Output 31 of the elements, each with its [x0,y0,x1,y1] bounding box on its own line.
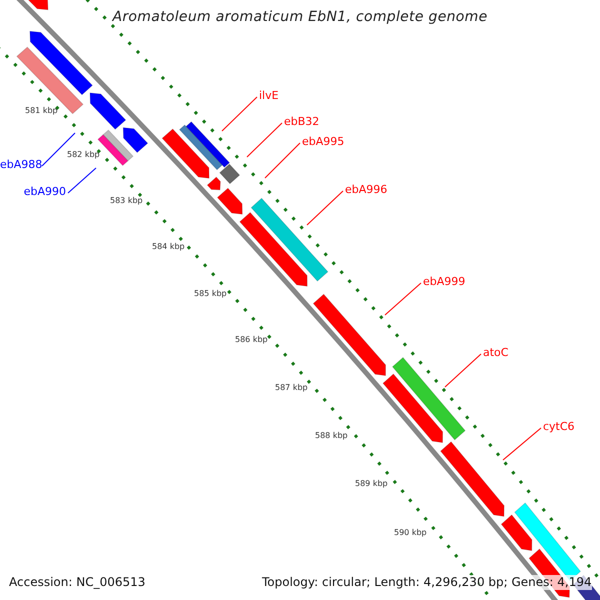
leader-line [264,142,300,178]
gene-label: cytC6 [543,420,588,433]
leader-line [384,282,422,316]
tick-label: 582 kbp [67,150,100,160]
leader-line [306,190,344,226]
leader-line [42,132,76,166]
title: Aromatoleum aromaticum EbN1, complete genome [110,9,489,25]
gene-label: ilvE [259,89,299,102]
leader-line [68,168,96,194]
tick-label: 589 kbp [355,479,388,489]
tick-label: 585 kbp [194,289,227,299]
leader-line [502,428,542,460]
gene-label: ebA988 [0,158,40,171]
gene-label: ebA996 [345,183,395,196]
tick-label: 583 kbp [110,196,143,206]
gene-label: ebA990 [20,185,66,198]
tick-label: 584 kbp [152,242,185,252]
tick-label: 590 kbp [394,528,427,538]
gene-label: ebB32 [284,115,324,128]
footer-text: Accession: NC_006513 [9,575,146,590]
tick-label: 587 kbp [275,383,308,393]
gene-label: ebA995 [302,135,352,148]
leader-line [222,96,258,132]
tick-label: 586 kbp [235,335,268,345]
gene-label: atoC [483,346,523,359]
footer-text: Topology: circular; Length: 4,296,230 bp; Genes: 4,194 [262,575,592,590]
tick-label: 581 kbp [25,106,58,116]
leader-line [444,354,482,388]
tick-label: 588 kbp [315,431,348,441]
leader-line [246,122,282,158]
gene-label: ebA999 [423,275,473,288]
